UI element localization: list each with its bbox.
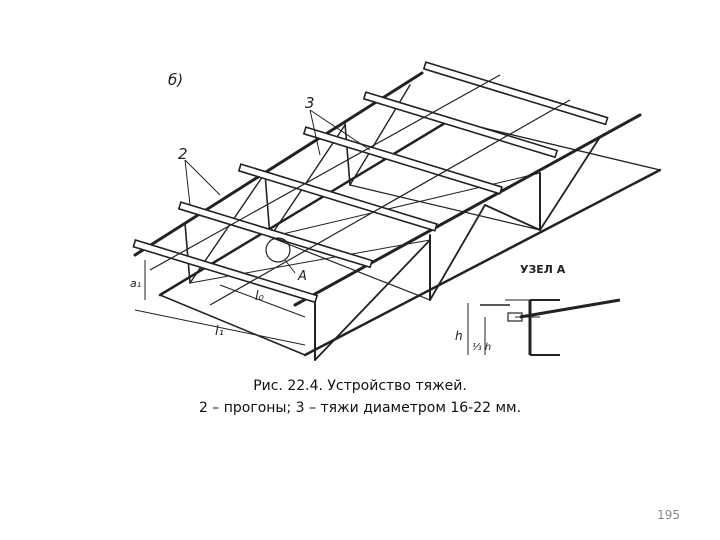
truss-diagonal [314, 239, 431, 361]
purlin [302, 126, 503, 195]
truss-diagonal [484, 204, 541, 231]
label-3-leader [309, 109, 321, 156]
tie-rod [149, 74, 501, 271]
caption-title: Рис. 22.4. Устройство тяжей. [253, 378, 467, 394]
dim-l1-label: l₁ [215, 324, 224, 339]
truss-diagonal [539, 136, 601, 231]
dim-a1-label: a₁ [130, 277, 141, 290]
dim-l0-label: l₀ [255, 289, 265, 304]
left-truss-top-chord [133, 71, 424, 257]
label-2: 2 [178, 145, 188, 163]
truss-diagonal [269, 124, 346, 238]
truss-vertical [344, 122, 351, 186]
label-node-a: A [297, 269, 307, 284]
purlin [132, 239, 319, 304]
right-truss-top-chord [293, 113, 642, 307]
purlin [237, 163, 438, 232]
truss-drawing: б) 2 3 A УЗЕЛ А a₁ l₀ l₁ h ⅓ h [130, 61, 662, 361]
bottom-brace [159, 294, 306, 356]
label-3: 3 [305, 94, 315, 112]
dim-h3-label: ⅓ h [472, 342, 491, 353]
bottom-cross-brace [269, 172, 541, 238]
truss-diagonal [349, 84, 411, 186]
dimension-line-l0 [219, 284, 306, 318]
right-truss-bottom-chord [303, 168, 662, 357]
dim-h-label: h [455, 329, 463, 343]
tie-rod [209, 99, 571, 306]
label-2-leader [184, 159, 221, 196]
bottom-brace [349, 184, 541, 231]
figure-caption: Рис. 22.4. Устройство тяжей. 2 – прогоны… [0, 375, 720, 419]
bottom-brace [269, 236, 431, 301]
truss-vertical [184, 222, 191, 284]
node-a-marker [265, 237, 291, 263]
node-a-title: УЗЕЛ А [520, 263, 566, 276]
purlin [362, 91, 559, 159]
caption-legend: 2 – прогоны; 3 – тяжи диаметром 16-22 мм… [198, 400, 522, 416]
page-number: 195 [657, 508, 680, 522]
dimension-line-l1 [134, 309, 306, 346]
node-a-detail [467, 298, 621, 356]
purlin [422, 61, 609, 126]
truss-diagonal [429, 204, 486, 301]
label-3-leader [309, 109, 371, 151]
node-a-leader [284, 259, 296, 274]
panel-letter: б) [168, 71, 183, 89]
label-2-leader [184, 159, 191, 206]
